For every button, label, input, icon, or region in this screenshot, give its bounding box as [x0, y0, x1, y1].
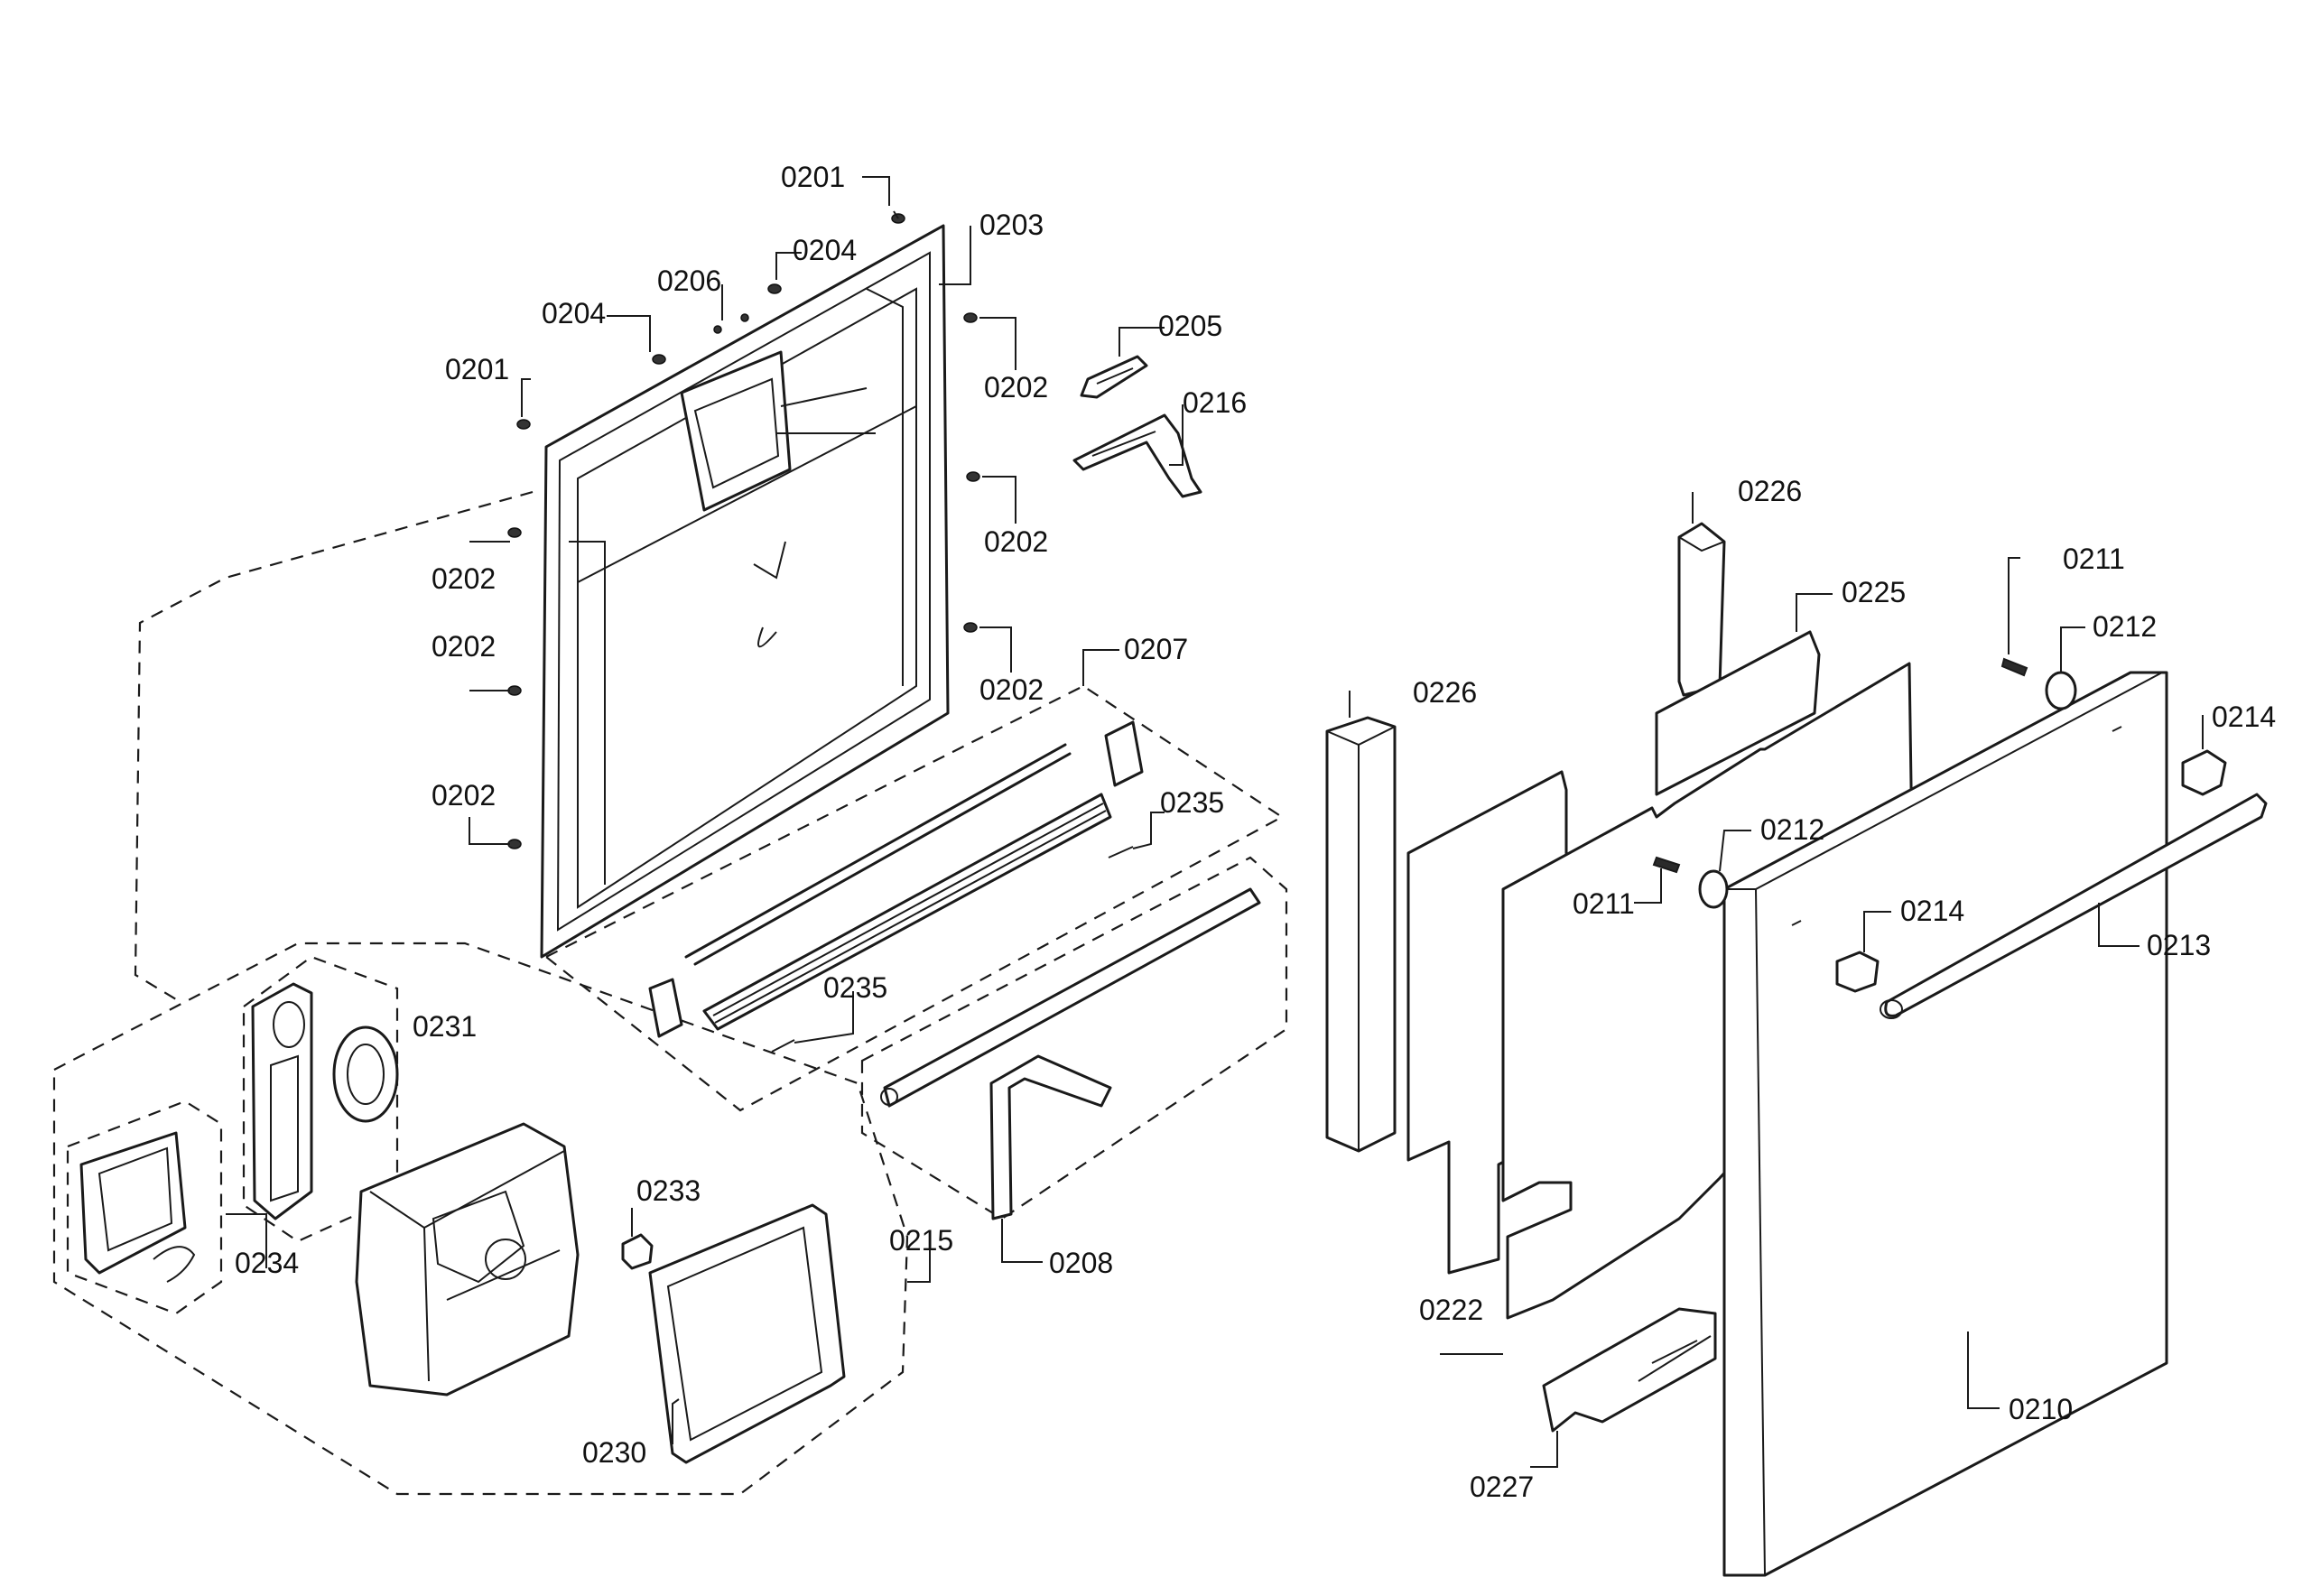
callout-0207: 0207 [1124, 633, 1188, 665]
callout-0201-top: 0201 [781, 161, 845, 193]
callout-0226-left: 0226 [1413, 676, 1477, 709]
group-outline-0208 [860, 856, 1288, 1220]
callout-0216: 0216 [1183, 386, 1247, 419]
inner-door-0203 [540, 224, 950, 959]
callout-0227: 0227 [1470, 1471, 1534, 1503]
end-cap-0214-a [2181, 749, 2227, 796]
control-module-0215 [355, 1122, 580, 1396]
callout-0206: 0206 [657, 264, 721, 297]
end-cap-0214-b [1835, 951, 1880, 993]
callout-0210: 0210 [2009, 1393, 2073, 1425]
part-0231-ring [332, 1025, 399, 1123]
strip-0226-left [1325, 716, 1397, 1153]
callout-0204-left: 0204 [542, 297, 606, 329]
callout-0230: 0230 [582, 1436, 646, 1469]
pin-0206 [713, 313, 749, 334]
frame-0230 [648, 1203, 846, 1464]
callout-0225: 0225 [1842, 576, 1906, 608]
screw-0201-left [516, 419, 531, 430]
callout-0202-right-3: 0202 [979, 673, 1044, 706]
callout-0213: 0213 [2147, 929, 2211, 961]
callout-0203: 0203 [979, 209, 1044, 241]
callout-0222: 0222 [1419, 1294, 1483, 1326]
callout-0202-right-2: 0202 [984, 525, 1048, 558]
group-outline-0207 [543, 684, 1285, 1112]
callout-0204-top: 0204 [793, 234, 857, 266]
callout-0226-top: 0226 [1738, 475, 1802, 507]
callout-0211-a: 0211 [2063, 543, 2125, 575]
screws-0202-right [963, 312, 980, 633]
callout-0202-right-1: 0202 [984, 371, 1048, 404]
callout-0214-b: 0214 [1900, 895, 1964, 927]
screw-0211-b [1652, 856, 1681, 874]
callout-0215: 0215 [889, 1224, 953, 1257]
strip-0226-top [1677, 522, 1726, 697]
callout-0234: 0234 [235, 1247, 299, 1279]
part-0231-holder [251, 982, 313, 1220]
clip-0235-b [771, 1039, 795, 1053]
panel-0225 [1655, 630, 1821, 796]
callout-0202-left-2: 0202 [432, 630, 496, 663]
clip-0235-a [1108, 846, 1134, 858]
leader-lines [226, 176, 2204, 1468]
callout-0211-b: 0211 [1573, 887, 1635, 920]
part-0233 [621, 1233, 654, 1270]
part-0205 [1080, 355, 1148, 399]
screw-0204-left [652, 354, 666, 365]
callout-0235-a: 0235 [1160, 786, 1224, 819]
group-outline-0234 [66, 1100, 223, 1315]
group-outline-control-module [52, 942, 909, 1496]
bracket-0227 [1542, 1307, 1717, 1433]
washer-0212-b [1698, 869, 1729, 909]
callout-0235-b: 0235 [823, 971, 887, 1004]
callout-0212-b: 0212 [1760, 813, 1824, 846]
rail-0208 [880, 887, 1261, 1220]
screws-0202-left [507, 527, 522, 849]
part-0234-panel [79, 1131, 196, 1283]
group-outline-inner-door [134, 490, 534, 1003]
screw-0204-top [767, 283, 782, 294]
callout-0202-left-1: 0202 [432, 562, 496, 595]
panel-inner-foam [1501, 662, 1916, 1320]
callout-0205: 0205 [1158, 310, 1222, 342]
outer-door-0210 [1722, 671, 2168, 1577]
rail-assembly-0207 [648, 720, 1144, 1038]
washer-0212-a [2045, 671, 2077, 710]
callout-0212-a: 0212 [2093, 610, 2157, 643]
screw-0211-a [2000, 657, 2028, 677]
callout-0208: 0208 [1049, 1247, 1113, 1279]
callout-0233: 0233 [636, 1174, 701, 1207]
part-0216 [1072, 413, 1202, 498]
handle-0213 [1880, 793, 2268, 1019]
screw-0201-top [891, 210, 905, 224]
callout-0201-left: 0201 [445, 353, 509, 385]
callout-0214-a: 0214 [2212, 701, 2276, 733]
callout-0202-left-3: 0202 [432, 779, 496, 812]
callout-0231: 0231 [413, 1010, 477, 1043]
